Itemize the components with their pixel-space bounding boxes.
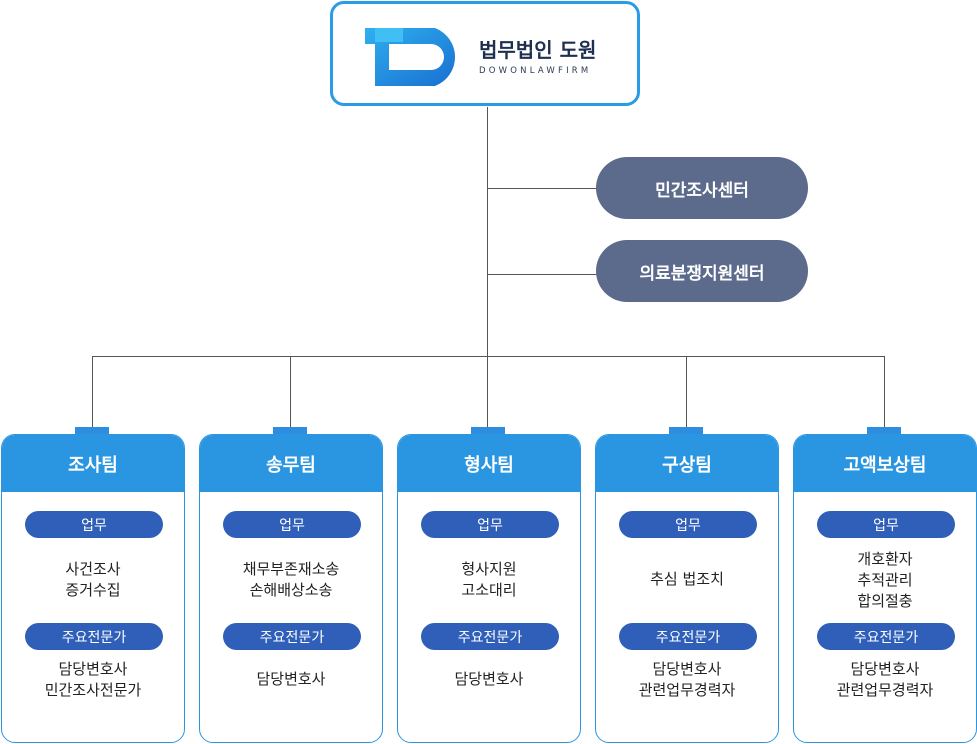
duty-item: 개호환자 <box>857 550 913 568</box>
duty-label-pill: 업무 <box>619 511 757 538</box>
duty-item: 추심 법조치 <box>650 570 724 588</box>
duty-list: 형사지원 고소대리 <box>398 559 580 601</box>
team-card-recourse: 구상팀 업무 추심 법조치 주요전문가 담당변호사 관련업무경력자 <box>595 434 779 743</box>
duty-item: 고소대리 <box>461 581 517 599</box>
duty-list: 추심 법조치 <box>596 569 778 590</box>
expert-label-pill: 주요전문가 <box>817 623 955 650</box>
team-card-investigation: 조사팀 업무 사건조사 증거수집 주요전문가 담당변호사 민간조사전문가 <box>1 434 185 743</box>
team-tab-3 <box>471 427 505 435</box>
duty-label-pill: 업무 <box>817 511 955 538</box>
expert-list: 담당변호사 <box>200 669 382 690</box>
firm-name-accent: 도원 <box>559 38 597 62</box>
expert-list: 담당변호사 <box>398 669 580 690</box>
expert-item: 담당변호사 <box>454 670 524 688</box>
expert-label-pill: 주요전문가 <box>421 623 559 650</box>
duty-item: 형사지원 <box>461 560 517 578</box>
expert-item: 관련업무경력자 <box>836 681 934 699</box>
team-tab-2 <box>273 427 307 435</box>
duty-item: 추적관리 <box>857 571 913 589</box>
duty-label-pill: 업무 <box>25 511 163 538</box>
team-tab-5 <box>867 427 901 435</box>
expert-item: 민간조사전문가 <box>44 681 142 699</box>
expert-item: 담당변호사 <box>652 660 722 678</box>
firm-subtitle: DOWONLAWFIRM <box>479 66 592 76</box>
duty-label-pill: 업무 <box>223 511 361 538</box>
duty-label-pill: 업무 <box>421 511 559 538</box>
team-title: 조사팀 <box>2 435 184 492</box>
team-title: 구상팀 <box>596 435 778 492</box>
team-tab-1 <box>75 427 109 435</box>
duty-item: 합의절충 <box>857 592 913 610</box>
expert-list: 담당변호사 관련업무경력자 <box>596 659 778 701</box>
expert-list: 담당변호사 관련업무경력자 <box>794 659 976 701</box>
duty-item: 증거수집 <box>65 581 121 599</box>
expert-item: 관련업무경력자 <box>638 681 736 699</box>
expert-label-pill: 주요전문가 <box>223 623 361 650</box>
firm-logo-box: 법무법인 도원 DOWONLAWFIRM <box>330 1 640 106</box>
team-card-litigation: 송무팀 업무 채무부존재소송 손해배상소송 주요전문가 담당변호사 <box>199 434 383 743</box>
firm-name-main: 법무법인 <box>479 38 553 62</box>
expert-label-pill: 주요전문가 <box>25 623 163 650</box>
firm-logo-mark <box>365 28 456 86</box>
team-card-high-value-compensation: 고액보상팀 업무 개호환자 추적관리 합의절충 주요전문가 담당변호사 관련업무… <box>793 434 977 743</box>
duty-list: 개호환자 추적관리 합의절충 <box>794 549 976 612</box>
center-node-medical-dispute: 의료분쟁지원센터 <box>596 240 808 302</box>
expert-label-pill: 주요전문가 <box>619 623 757 650</box>
duty-item: 채무부존재소송 <box>242 560 340 578</box>
duty-list: 사건조사 증거수집 <box>2 559 184 601</box>
team-title: 고액보상팀 <box>794 435 976 492</box>
team-card-criminal: 형사팀 업무 형사지원 고소대리 주요전문가 담당변호사 <box>397 434 581 743</box>
expert-item: 담당변호사 <box>58 660 128 678</box>
duty-list: 채무부존재소송 손해배상소송 <box>200 559 382 601</box>
duty-item: 사건조사 <box>65 560 121 578</box>
team-title: 송무팀 <box>200 435 382 492</box>
expert-item: 담당변호사 <box>256 670 326 688</box>
team-tab-4 <box>669 427 703 435</box>
center-node-private-investigation: 민간조사센터 <box>596 157 808 219</box>
duty-item: 손해배상소송 <box>249 581 333 599</box>
firm-name: 법무법인 도원 <box>479 34 596 63</box>
team-title: 형사팀 <box>398 435 580 492</box>
expert-item: 담당변호사 <box>850 660 920 678</box>
expert-list: 담당변호사 민간조사전문가 <box>2 659 184 701</box>
